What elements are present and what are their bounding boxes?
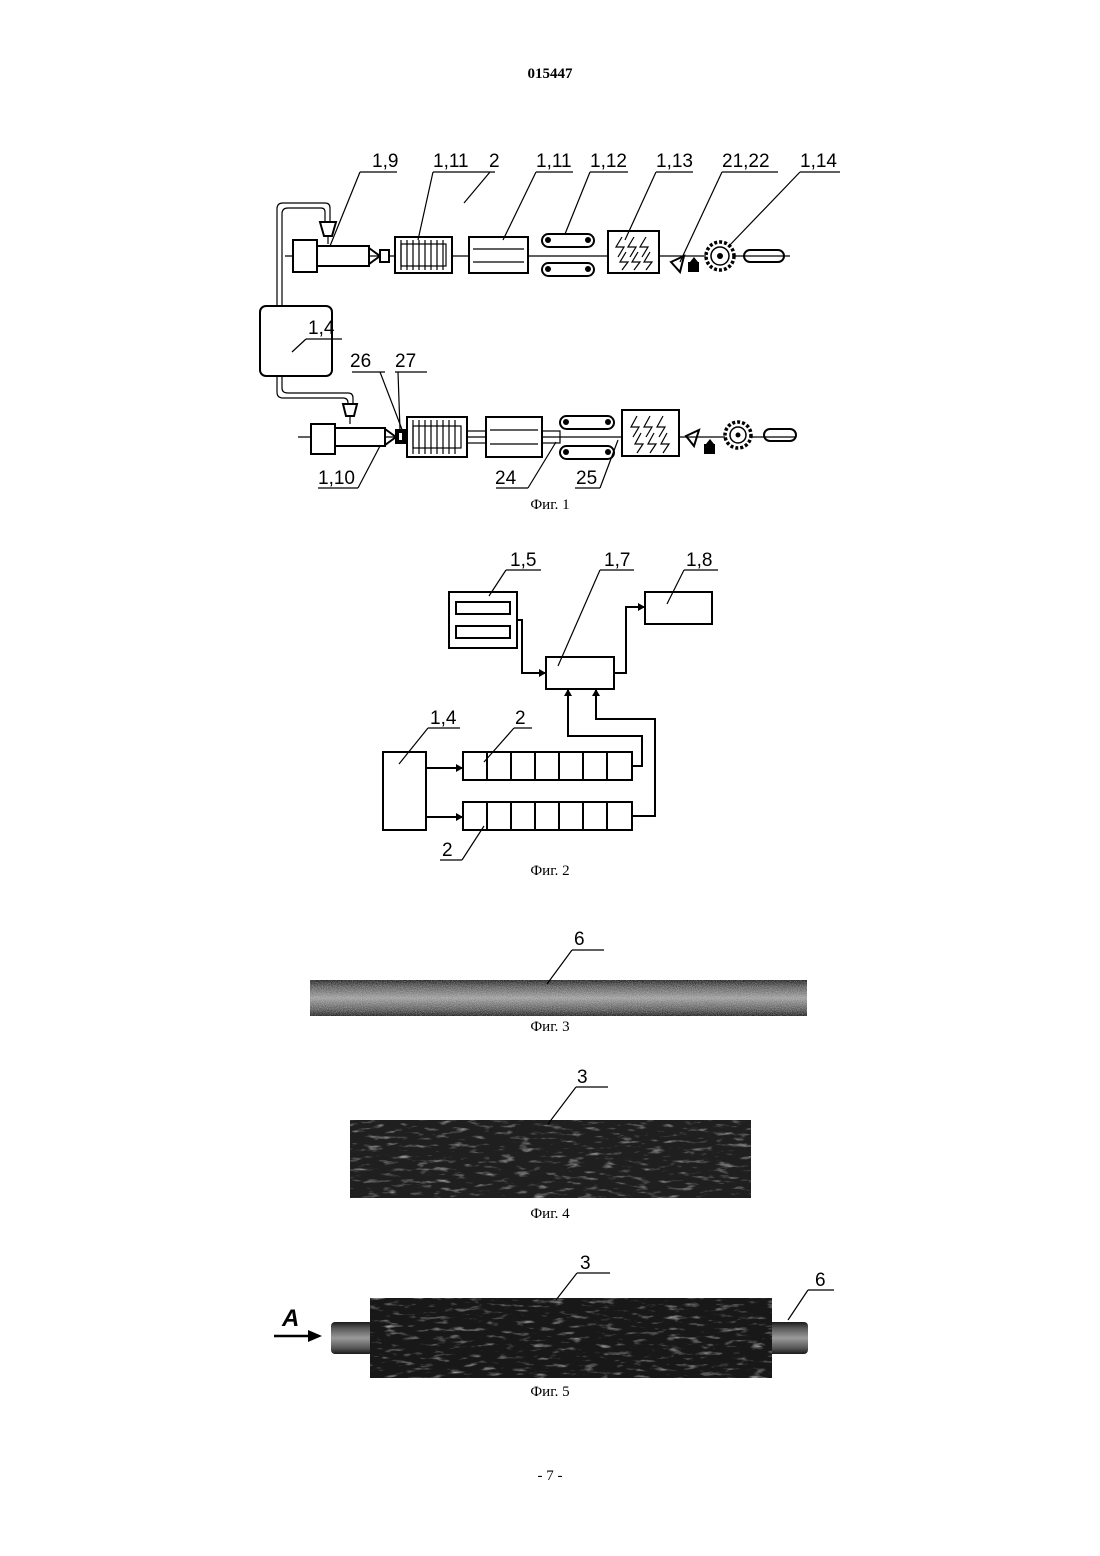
fig4-leader-diag — [548, 1087, 576, 1124]
figure-3-caption: Фиг. 3 — [0, 1019, 1100, 1036]
fig2-sensor-row-lower — [463, 802, 632, 830]
fig1-label-1-11-a: 1,11 — [433, 151, 469, 172]
fig1-upper-saw-1-14 — [706, 242, 734, 270]
fig5-rod-left — [331, 1322, 373, 1354]
fig1-label-1-14: 1,14 — [800, 151, 837, 172]
fig4-sleeve-texture — [350, 1120, 751, 1198]
fig2-label-1-5: 1,5 — [510, 550, 536, 571]
figure-1: 1,9 1,11 2 1,11 1,12 1,13 21,22 1,14 1,4… — [260, 151, 840, 489]
fig1-label-1-10: 1,10 — [318, 468, 355, 489]
figure-4: 3 — [350, 1067, 751, 1198]
fig5-leader-3-diag — [556, 1273, 577, 1300]
fig1-label-27: 27 — [395, 351, 416, 372]
fig2-block-1-5 — [449, 592, 517, 648]
fig1-lower-product — [764, 429, 796, 441]
fig2-label-2-lower: 2 — [442, 840, 453, 861]
fig1-label-26: 26 — [350, 351, 371, 372]
fig1-label-21-22: 21,22 — [722, 151, 770, 172]
fig2-block-1-7 — [546, 657, 614, 689]
figure-5: 3 6 A — [274, 1253, 834, 1378]
fig2-block-1-8 — [645, 592, 712, 624]
fig1-upper-hauloff-1-12 — [542, 234, 594, 276]
fig1-lower-heater — [407, 417, 467, 457]
fig1-label-1-13: 1,13 — [656, 151, 693, 172]
fig2-label-2-upper: 2 — [515, 708, 526, 729]
fig3-leader-diag — [547, 950, 572, 984]
fig1-upper-sensor-21-22 — [671, 256, 699, 272]
fig1-lower-saw — [725, 422, 751, 448]
fig1-lower-irradiator — [622, 410, 679, 456]
fig5-sleeve-texture — [370, 1298, 772, 1378]
fig2-label-1-8: 1,8 — [686, 550, 712, 571]
fig5-label-6: 6 — [815, 1270, 826, 1291]
fig5-label-a: A — [281, 1305, 299, 1332]
fig1-upper-heater-1-11 — [395, 237, 452, 273]
fig1-label-1-11-b: 1,11 — [536, 151, 572, 172]
figure-5-caption: Фиг. 5 — [0, 1384, 1100, 1401]
fig1-label-1-4: 1,4 — [308, 318, 335, 339]
fig1-upper-irradiator-1-13 — [608, 231, 659, 273]
page-number: - 7 - — [0, 1468, 1100, 1485]
fig2-block-1-4 — [383, 752, 426, 830]
fig1-label-1-12: 1,12 — [590, 151, 627, 172]
fig1-lower-sensor — [686, 430, 715, 454]
figure-3: 6 — [310, 929, 807, 1016]
fig5-label-3: 3 — [580, 1253, 591, 1274]
fig1-label-24: 24 — [495, 468, 517, 489]
fig2-label-1-4: 1,4 — [430, 708, 457, 729]
fig1-upper-extruder — [293, 222, 389, 272]
figure-2-caption: Фиг. 2 — [0, 863, 1100, 880]
figure-4-caption: Фиг. 4 — [0, 1206, 1100, 1223]
fig1-upper-bath-1-11 — [469, 237, 528, 273]
fig5-arrow-a-head — [308, 1330, 322, 1342]
fig1-label-1-9: 1,9 — [372, 151, 398, 172]
fig3-label-6: 6 — [574, 929, 585, 950]
fig1-tank-1-4 — [260, 306, 332, 376]
fig5-rod-right — [768, 1322, 808, 1354]
figure-1-caption: Фиг. 1 — [0, 497, 1100, 514]
fig4-label-3: 3 — [577, 1067, 588, 1088]
fig3-rod-texture — [310, 980, 807, 1016]
fig5-leader-6-diag — [788, 1290, 808, 1320]
fig1-label-2: 2 — [489, 151, 500, 172]
figure-2: 1,5 1,7 1,8 1,4 2 2 — [383, 550, 718, 861]
fig1-label-25: 25 — [576, 468, 597, 489]
fig1-lower-extruder — [311, 404, 405, 454]
fig2-label-1-7: 1,7 — [604, 550, 630, 571]
